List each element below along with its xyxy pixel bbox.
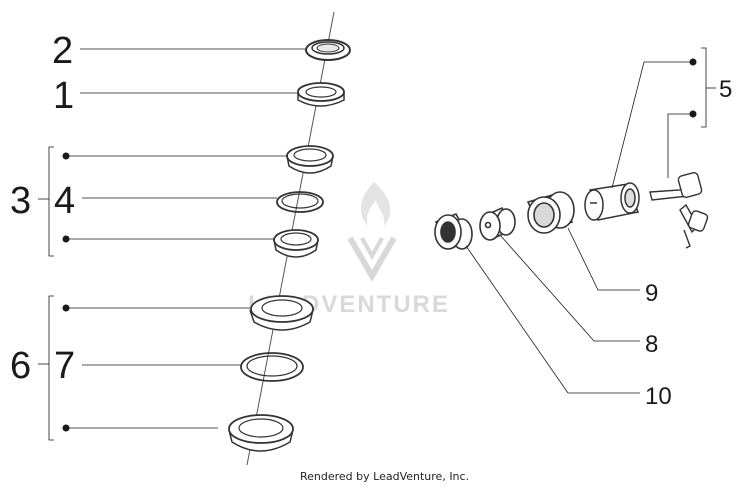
- part-3-upper-cup: [286, 145, 334, 174]
- part-8-cap: [479, 206, 516, 241]
- leader-dots-left: [62, 152, 70, 432]
- callout-6: 6: [10, 345, 31, 387]
- callout-9: 9: [645, 280, 658, 307]
- part-7-bearing: [240, 352, 304, 382]
- part-4-bearing: [276, 191, 324, 213]
- part-3-lower-cup: [273, 229, 319, 258]
- watermark-flame-icon: [347, 182, 397, 282]
- part-1-nut: [297, 82, 345, 107]
- part-6-upper-cone: [249, 295, 314, 331]
- part-5-keys: [649, 171, 709, 249]
- footer-credit: Rendered by LeadVenture, Inc.: [300, 470, 469, 483]
- part-5-lock-cylinder: [584, 182, 640, 221]
- part-2-ring: [305, 39, 351, 61]
- callout-5: 5: [719, 76, 732, 103]
- part-10-nut: [434, 212, 473, 250]
- callout-3: 3: [10, 180, 31, 222]
- leader-lines-right: [465, 47, 716, 394]
- callout-8: 8: [645, 331, 658, 358]
- callout-1: 1: [53, 75, 74, 117]
- callout-4: 4: [54, 180, 75, 222]
- leader-dots-right: [689, 58, 697, 118]
- callout-7: 7: [54, 345, 75, 387]
- part-9-housing: [526, 191, 575, 234]
- part-6-lower-cone: [228, 414, 294, 452]
- callout-2: 2: [52, 30, 73, 72]
- callout-10: 10: [645, 383, 672, 410]
- leader-lines-left: [38, 48, 306, 441]
